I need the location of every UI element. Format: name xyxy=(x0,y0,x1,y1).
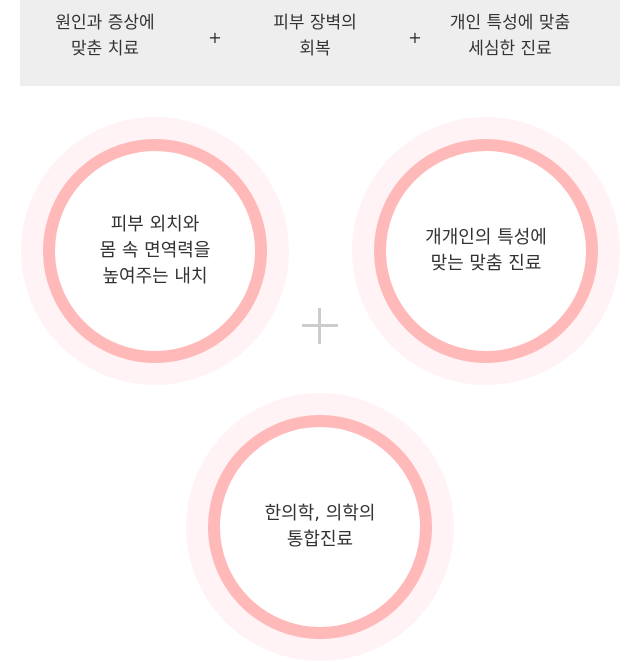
feature-item-line: 원인과 증상에 xyxy=(55,13,155,33)
feature-item-line: 개인 특성에 맞춤 xyxy=(449,13,571,33)
plus-icon: + xyxy=(208,28,222,47)
feature-item-line: 맞춘 치료 xyxy=(71,39,139,59)
circle-label-line: 통합진료 xyxy=(286,529,354,550)
plus-icon-vertical xyxy=(318,308,321,344)
circle-label-line: 맞는 맞춤 진료 xyxy=(430,253,542,274)
circle-label-line: 피부 외치와 xyxy=(110,214,200,235)
feature-item-barrier: 피부 장벽의 회복 xyxy=(235,10,395,62)
plus-icon xyxy=(302,308,338,344)
feature-item-line: 세심한 진료 xyxy=(468,39,552,59)
circle-ring: 피부 외치와 몸 속 면역력을 높여주는 내치 xyxy=(43,139,267,363)
circle-custom-care: 개개인의 특성에 맞는 맞춤 진료 xyxy=(352,117,620,385)
feature-item-line: 회복 xyxy=(299,39,331,59)
feature-bar: 원인과 증상에 맞춘 치료 + 피부 장벽의 회복 + 개인 특성에 맞춤 세심… xyxy=(20,0,620,86)
circle-ring: 개개인의 특성에 맞는 맞춤 진료 xyxy=(374,139,598,363)
feature-item-line: 피부 장벽의 xyxy=(273,13,357,33)
plus-icon: + xyxy=(408,28,422,47)
circle-internal-external: 피부 외치와 몸 속 면역력을 높여주는 내치 xyxy=(21,117,289,385)
circle-label: 피부 외치와 몸 속 면역력을 높여주는 내치 xyxy=(100,212,211,290)
circle-label: 한의학, 의학의 통합진료 xyxy=(265,501,376,553)
circle-label: 개개인의 특성에 맞는 맞춤 진료 xyxy=(425,225,547,277)
circle-label-line: 개개인의 특성에 xyxy=(425,227,547,248)
circle-label-line: 몸 속 면역력을 xyxy=(99,240,211,261)
circle-ring: 한의학, 의학의 통합진료 xyxy=(208,415,432,639)
circle-label-line: 높여주는 내치 xyxy=(102,266,208,287)
circle-integrated-care: 한의학, 의학의 통합진료 xyxy=(186,393,454,661)
feature-item-cause: 원인과 증상에 맞춘 치료 xyxy=(25,10,185,62)
feature-item-custom: 개인 특성에 맞춤 세심한 진료 xyxy=(430,10,590,62)
circle-label-line: 한의학, 의학의 xyxy=(264,503,376,524)
